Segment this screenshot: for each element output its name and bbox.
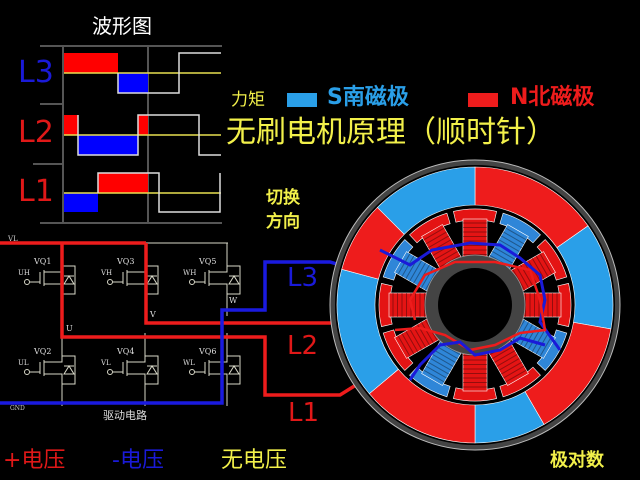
legend-negative-voltage: -电压 <box>112 448 164 473</box>
switch-direction-2: 方向 <box>266 212 300 232</box>
stator-coil-red <box>378 283 428 327</box>
transistor-vq6 <box>189 333 241 406</box>
stator-coil-blue <box>488 212 541 270</box>
south-magnet <box>376 166 476 235</box>
vcc-wire <box>0 243 330 323</box>
switch-direction-1: 切换 <box>266 188 300 208</box>
transistor-input: WH <box>183 269 197 277</box>
transistor-input: VH <box>101 269 113 277</box>
red-wire-u <box>60 243 381 397</box>
stator-coil-red <box>453 352 497 402</box>
waveform-l2 <box>64 114 221 156</box>
wire-label-l3: L3 <box>287 263 319 293</box>
torque-label: 力矩 <box>231 90 265 110</box>
waveform-label-l1: L1 <box>18 174 54 209</box>
legend-positive-voltage: +电压 <box>3 448 66 473</box>
stator-coil-red <box>453 208 497 258</box>
transistor-name: VQ4 <box>117 347 135 356</box>
node-label: U <box>66 324 73 333</box>
gnd-label: GND <box>10 405 25 412</box>
waveform-l1 <box>64 172 221 213</box>
transistor-vq1 <box>24 243 76 316</box>
waveform-label-l3: L3 <box>18 55 54 90</box>
node-label: W <box>229 296 238 305</box>
transistor-input: WL <box>183 359 195 367</box>
transistor-name: VQ3 <box>117 257 135 266</box>
circuit-caption: 驱动电路 <box>103 409 147 422</box>
transistor-vq3 <box>107 243 159 316</box>
waveform-l3 <box>64 52 221 94</box>
stator-coil-blue <box>510 318 568 371</box>
n-pole-swatch <box>468 93 498 107</box>
s-pole-label: S南磁极 <box>327 85 409 110</box>
transistor-input: UH <box>18 269 31 277</box>
transistor-input: VL <box>101 359 111 367</box>
page-title: 无刷电机原理（顺时针） <box>226 115 556 150</box>
waveform-title: 波形图 <box>92 14 152 38</box>
transistor-name: VQ1 <box>34 257 52 266</box>
transistor-vq2 <box>24 333 76 406</box>
transistor-vq4 <box>107 333 159 406</box>
node-label: V <box>150 310 156 319</box>
motor-wires <box>379 241 562 381</box>
transistor-name: VQ2 <box>34 347 52 356</box>
s-pole-swatch <box>287 93 317 107</box>
transistor-name: VQ6 <box>199 347 217 356</box>
wire-label-l1: L1 <box>288 398 320 428</box>
waveform-label-l2: L2 <box>18 115 54 150</box>
wire-label-l2: L2 <box>287 331 319 361</box>
transistor-input: UL <box>18 359 29 367</box>
transistor-name: VQ5 <box>199 257 217 266</box>
pole-pairs-label: 极对数 <box>550 450 604 471</box>
transistor-vq5 <box>189 243 241 316</box>
legend-no-voltage: 无电压 <box>221 448 288 473</box>
stator-coil-red <box>510 239 568 292</box>
motor <box>329 159 621 451</box>
vcc-label: VL <box>8 235 18 243</box>
motor-center <box>438 268 512 342</box>
n-pole-label: N北磁极 <box>510 85 595 110</box>
stator-coil-red <box>382 318 440 371</box>
